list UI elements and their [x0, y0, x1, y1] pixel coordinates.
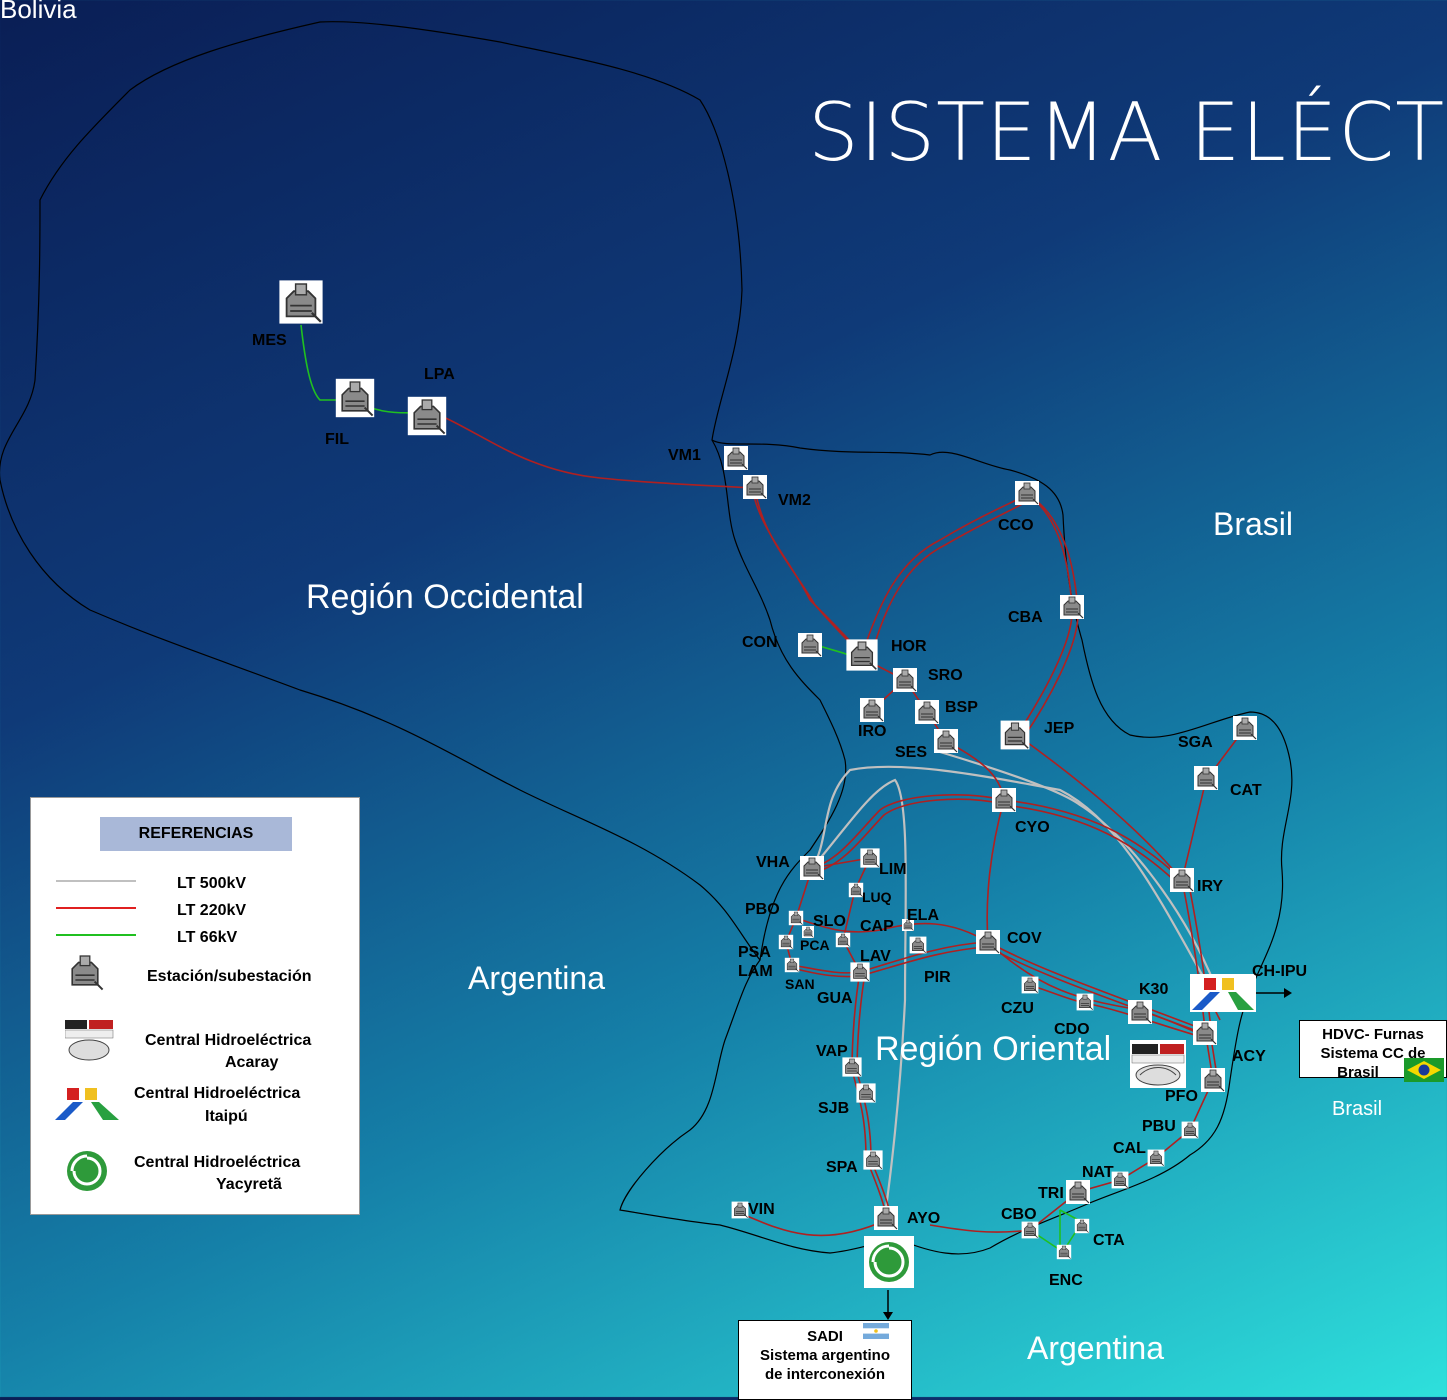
station-label: IRO	[858, 723, 887, 740]
legend-station: Estación/subestación	[147, 968, 312, 985]
legend-acaray-line1: Central Hidroeléctrica	[145, 1032, 312, 1049]
station-label: CAT	[1230, 782, 1262, 799]
station-label: CON	[742, 634, 778, 651]
acaray-logo-icon	[65, 1020, 114, 1061]
legend-yacyreta-line2: Yacyretã	[216, 1176, 282, 1193]
station-label: ELA	[907, 907, 939, 924]
station-label: GUA	[817, 990, 853, 1007]
sadi-line3: de interconexión	[764, 1366, 886, 1383]
legend-acaray-line2: Acaray	[225, 1054, 279, 1071]
argentina-flag-icon	[863, 1323, 889, 1339]
station-label: HOR	[891, 638, 927, 655]
station-label: CAL	[1113, 1140, 1146, 1157]
itaipu-logo-icon	[55, 1088, 119, 1120]
region-oriental: Región Oriental	[875, 1030, 1112, 1068]
station-label: IRY	[1197, 878, 1224, 895]
station-icon	[65, 951, 105, 993]
station-label: CH-IPU	[1252, 963, 1308, 980]
station-label: BSP	[945, 699, 978, 716]
station-label: AYO	[907, 1210, 941, 1227]
country-argentina-west: Argentina	[468, 960, 605, 996]
station-label: CZU	[1001, 1000, 1034, 1017]
station-label: CYO	[1015, 819, 1050, 836]
station-label: LAV	[860, 948, 891, 965]
station-label: CCO	[998, 517, 1034, 534]
legend-yacyreta-line1: Central Hidroeléctrica	[134, 1154, 301, 1171]
station-label: CDO	[1054, 1021, 1090, 1038]
lt-220kv-lines	[426, 409, 1246, 1237]
legend-lt66: LT 66kV	[177, 929, 238, 946]
brazil-flag-icon	[1404, 1058, 1444, 1082]
station-label: LPA	[424, 366, 455, 383]
station-label: CTA	[1093, 1232, 1125, 1249]
station-label: K30	[1139, 981, 1169, 998]
itaipu-logo-map	[1190, 974, 1256, 1012]
hdvc-line3-text: Brasil	[1337, 1064, 1379, 1081]
hdvc-line2: Sistema CC de	[1320, 1045, 1426, 1062]
hdvc-line1: HDVC- Furnas	[1322, 1026, 1424, 1043]
legend-lt500: LT 500kV	[177, 875, 247, 892]
lt-500kv-lines	[811, 750, 1217, 1216]
station-label: SAN	[785, 976, 815, 992]
station-label: PCA	[800, 937, 830, 953]
legend-itaipu-line1: Central Hidroeléctrica	[134, 1085, 301, 1102]
station-label: SPA	[826, 1159, 858, 1176]
station-label: VAP	[816, 1043, 848, 1060]
station-label: SES	[895, 744, 928, 761]
acaray-logo-map	[1130, 1040, 1186, 1088]
station-label: MES	[252, 332, 287, 349]
station-label: SJB	[818, 1100, 850, 1117]
station-label: SGA	[1178, 734, 1213, 751]
country-bolivia: Bolivia	[0, 0, 77, 24]
station-label: VHA	[756, 854, 790, 871]
station-label: LUQ	[862, 889, 892, 905]
sadi-line2: Sistema argentino	[759, 1347, 891, 1364]
station-label: VIN	[748, 1201, 775, 1218]
station-label: NAT	[1082, 1164, 1114, 1181]
station-label: FIL	[325, 431, 349, 448]
station-label: PBU	[1142, 1118, 1176, 1135]
country-brasil-east: Brasil	[1332, 1098, 1383, 1120]
station-label: LAM	[738, 963, 773, 980]
station-label: SRO	[928, 667, 963, 684]
sadi-box: SADI Sistema argentino de interconexión	[738, 1320, 912, 1400]
station-label: COV	[1007, 930, 1042, 947]
legend-lt220: LT 220kV	[177, 902, 247, 919]
station-label: CAP	[860, 918, 894, 935]
page-title: SISTEMA ELÉCT	[808, 86, 1446, 179]
sadi-line1: SADI	[739, 1323, 911, 1346]
station-label: LIM	[879, 861, 907, 878]
station-label: PBO	[745, 901, 780, 918]
paraguay-border	[0, 21, 1293, 1255]
station-label: ACY	[1232, 1048, 1266, 1065]
hdvc-furnas-box: HDVC- Furnas Sistema CC de Brasil	[1299, 1020, 1447, 1082]
station-label: VM2	[778, 492, 811, 509]
station-label: PFO	[1165, 1088, 1198, 1105]
country-argentina-south: Argentina	[1027, 1330, 1164, 1366]
station-label: VM1	[668, 447, 701, 464]
station-label: JEP	[1044, 720, 1075, 737]
legend: REFERENCIAS LT 500kV LT 220kV LT 66kV Es…	[30, 797, 360, 1215]
station-icons	[278, 279, 1258, 1260]
station-label: SLO	[813, 913, 846, 930]
station-label: PIR	[924, 969, 951, 986]
legend-header: REFERENCIAS	[100, 817, 292, 851]
country-brasil-north: Brasil	[1213, 506, 1294, 542]
river-divider	[711, 439, 847, 961]
station-label: ENC	[1049, 1272, 1083, 1289]
legend-itaipu-line2: Itaipú	[205, 1108, 248, 1125]
station-label: TRI	[1038, 1185, 1064, 1202]
region-occidental: Región Occidental	[306, 578, 584, 616]
station-label: CBA	[1008, 609, 1043, 626]
legend-line-swatches	[56, 880, 136, 936]
yacyreta-logo-icon	[67, 1151, 107, 1191]
station-label: CBO	[1001, 1206, 1037, 1223]
sadi-line1-text: SADI	[807, 1328, 843, 1345]
yacyreta-logo-map	[864, 1236, 914, 1288]
hdvc-line3: Brasil	[1300, 1058, 1446, 1082]
station-label: PSA	[738, 944, 771, 961]
